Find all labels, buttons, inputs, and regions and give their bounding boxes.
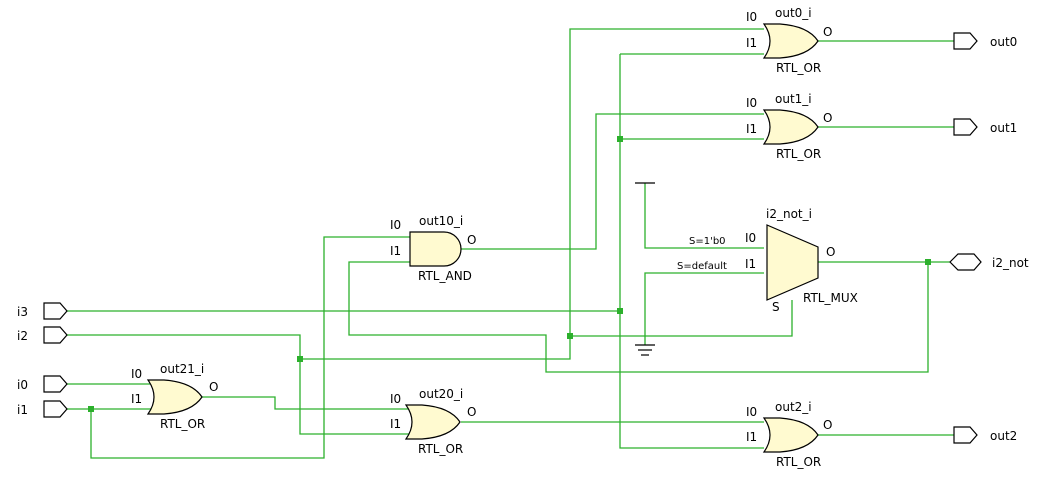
port-label-i0: i0 — [17, 378, 28, 392]
port-label-out0: out0 — [990, 35, 1017, 49]
wire-i2-main — [67, 28, 764, 360]
pin-label-i0: I0 — [390, 392, 401, 406]
junction-dot — [297, 356, 303, 362]
port-label-i1: i1 — [17, 403, 28, 417]
junctions — [88, 136, 931, 412]
wire-mux-i1 — [644, 272, 764, 345]
input-port-i3[interactable]: i3 — [17, 302, 68, 320]
pin-label-i1: I1 — [746, 36, 757, 50]
gate-instance-label: out20_i — [419, 387, 463, 401]
pin-label-s: S — [772, 300, 780, 314]
pin-label-i1: I1 — [746, 430, 757, 444]
pin-label-i0: I0 — [746, 96, 757, 110]
pin-label-o: O — [467, 233, 476, 247]
port-label-i2: i2 — [17, 329, 28, 343]
junction-dot — [925, 259, 931, 265]
port-label-out1: out1 — [990, 121, 1017, 135]
input-port-i2[interactable]: i2 — [17, 326, 68, 344]
pin-label-i1: I1 — [746, 122, 757, 136]
mux-cond-i1: S=default — [677, 261, 727, 272]
pin-label-o: O — [209, 380, 218, 394]
junction-dot — [88, 406, 94, 412]
pin-label-i0: I0 — [390, 218, 401, 232]
pin-label-o: O — [467, 405, 476, 419]
pin-label-i0: I0 — [131, 367, 142, 381]
input-port-i0[interactable]: i0 — [17, 375, 68, 393]
gate-out10-i[interactable]: out10_i I0 I1 O RTL_AND — [390, 214, 476, 283]
gate-type-label: RTL_OR — [418, 442, 463, 456]
pin-label-o: O — [823, 25, 832, 39]
output-port-i2-not[interactable]: i2_not — [949, 253, 1029, 271]
wire-out21 — [201, 396, 410, 410]
wire-i2-branch — [299, 359, 410, 435]
pin-label-i0: I0 — [746, 405, 757, 419]
wires — [67, 28, 954, 459]
gate-instance-label: out21_i — [160, 362, 204, 376]
output-port-out1[interactable]: out1 — [953, 118, 1017, 136]
junction-dot — [617, 308, 623, 314]
gate-out20-i[interactable]: out20_i I0 I1 O RTL_OR — [390, 387, 476, 456]
gate-type-label: RTL_OR — [776, 455, 821, 469]
gate-type-label: RTL_OR — [776, 147, 821, 161]
gate-type-label: RTL_OR — [776, 61, 821, 75]
pin-label-o: O — [823, 111, 832, 125]
port-label-i3: i3 — [17, 305, 28, 319]
gate-type-label: RTL_AND — [418, 269, 472, 283]
pin-label-i1: I1 — [745, 257, 756, 271]
pin-label-o: O — [823, 418, 832, 432]
junction-dot — [567, 333, 573, 339]
wire-mux-sel — [570, 300, 793, 337]
gate-instance-label: out0_i — [775, 6, 812, 20]
wire-mux-feedback — [348, 261, 929, 373]
port-label-i2-not: i2_not — [992, 256, 1029, 270]
pin-label-i0: I0 — [745, 231, 756, 245]
output-port-out0[interactable]: out0 — [953, 32, 1017, 50]
mux-cond-i0: S=1'b0 — [689, 236, 726, 247]
gate-out0-i[interactable]: out0_i I0 I1 O RTL_OR — [746, 6, 832, 75]
gate-out2-i[interactable]: out2_i I0 I1 O RTL_OR — [746, 400, 832, 469]
pin-label-i1: I1 — [390, 244, 401, 258]
gate-instance-label: out1_i — [775, 92, 812, 106]
wire-out10 — [461, 113, 764, 250]
gate-out1-i[interactable]: out1_i I0 I1 O RTL_OR — [746, 92, 832, 161]
mux-instance-label: i2_not_i — [766, 207, 812, 221]
gate-instance-label: out10_i — [419, 214, 463, 228]
power-symbols — [635, 182, 655, 356]
output-port-out2[interactable]: out2 — [953, 426, 1017, 444]
input-port-i1[interactable]: i1 — [17, 400, 68, 418]
gate-out21-i[interactable]: out21_i I0 I1 O RTL_OR — [131, 362, 218, 431]
pin-label-i1: I1 — [131, 392, 142, 406]
mux-type-label: RTL_MUX — [803, 291, 858, 305]
wire-i3-bus — [619, 54, 764, 449]
wire-mux-i0 — [644, 183, 764, 249]
pin-label-i0: I0 — [746, 10, 757, 24]
pin-label-o: O — [826, 245, 835, 259]
port-label-out2: out2 — [990, 429, 1017, 443]
gate-instance-label: out2_i — [775, 400, 812, 414]
mux-i2-not-i[interactable]: i2_not_i I0 I1 O S S=1'b0 S=default RTL_… — [677, 207, 858, 314]
pin-label-i1: I1 — [390, 417, 401, 431]
gate-type-label: RTL_OR — [160, 417, 205, 431]
wire-i1-loop — [90, 236, 410, 459]
junction-dot — [617, 136, 623, 142]
